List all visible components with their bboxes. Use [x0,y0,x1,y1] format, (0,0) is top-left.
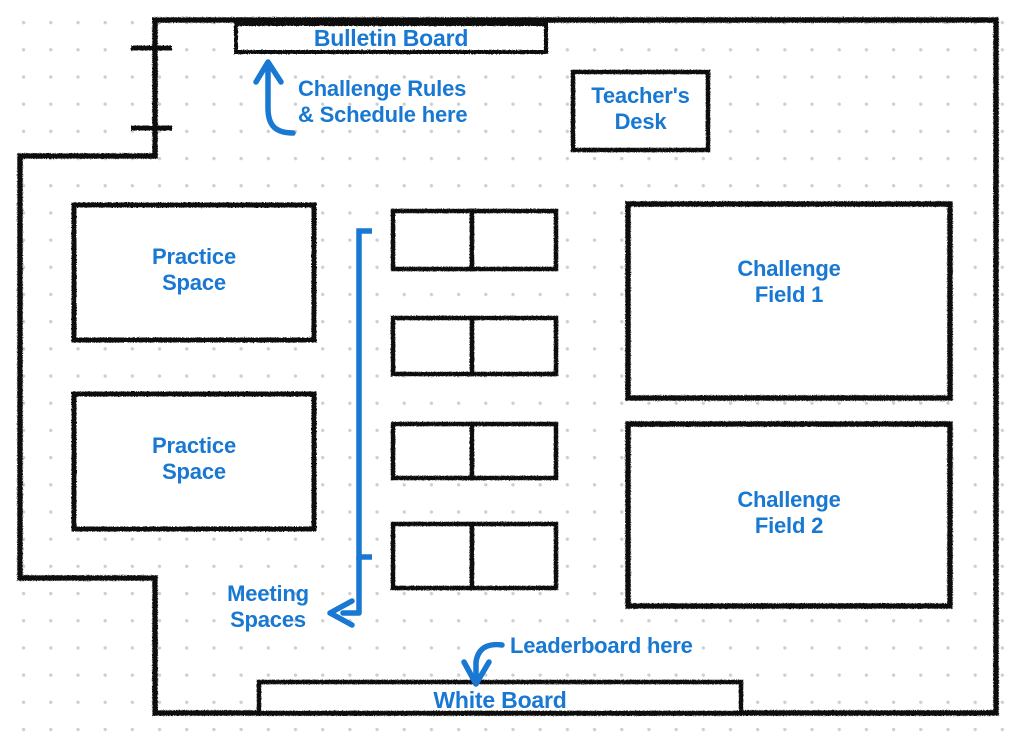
bulletin-board-label: Bulletin Board [313,25,469,51]
challenge-rules-annotation-label: Challenge Rules & Schedule here [298,76,468,127]
teachers-desk-label: Teacher's Desk [591,83,690,134]
challenge-rules-arrow-icon [253,59,296,136]
white-board-shape [256,679,744,716]
meeting-spaces-annotation-label: Meeting Spaces [227,581,309,632]
leaderboard-arrow-icon [461,641,505,687]
room-outer-wall [17,17,999,716]
meeting-table-pair-4 [390,521,559,591]
challenge-field-1-label: Challenge Field 1 [737,256,841,307]
leaderboard-annotation-label: Leaderboard here [510,633,693,658]
meeting-spaces-bracket [356,228,372,560]
teachers-desk-shape [570,69,711,153]
practice-space-1-shape [71,202,317,343]
challenge-field-1-shape [625,201,953,401]
meeting-tables-group [390,208,559,591]
meeting-spaces-arrow-icon [327,554,362,628]
bulletin-board-shape [234,22,548,54]
practice-space-2-shape [71,391,317,532]
challenge-field-2-label: Challenge Field 2 [737,487,841,538]
practice-space-2-label: Practice Space [151,433,236,484]
meeting-table-pair-3 [390,421,559,481]
meeting-table-pair-1 [390,208,559,272]
door-jamb-marks [131,45,172,131]
meeting-table-pair-2 [390,315,559,377]
white-board-label: White Board [433,687,567,713]
practice-space-1-label: Practice Space [151,244,236,295]
challenge-field-2-shape [625,421,953,609]
